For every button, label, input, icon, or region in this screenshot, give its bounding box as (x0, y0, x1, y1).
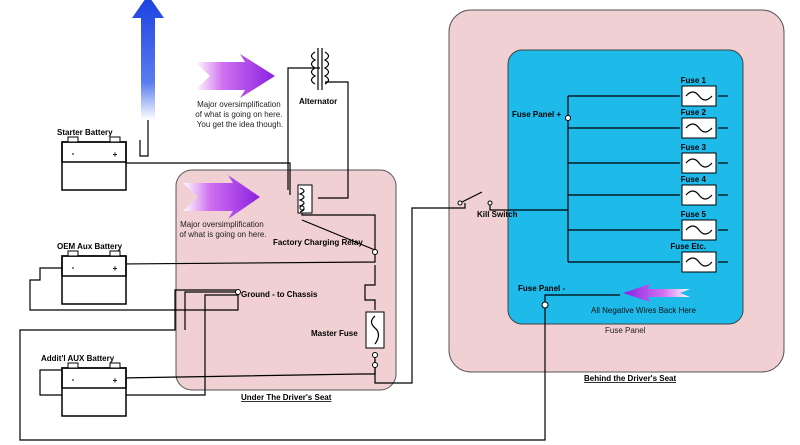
note-middle: Major oversimplification of what is goin… (179, 220, 266, 239)
master-fuse-label: Master Fuse (311, 329, 358, 338)
fuse-1: Fuse 1 (681, 76, 717, 107)
note-top-line-1: Major oversimplification (197, 100, 281, 109)
starter-battery: - + (61, 136, 127, 191)
master-fuse-icon (365, 311, 385, 349)
oem-aux-battery-label: OEM Aux Battery (57, 242, 123, 251)
oem-minus: - (72, 263, 75, 272)
fuse-6: Fuse Etc. (670, 242, 717, 273)
fuse-label: Fuse 2 (681, 108, 707, 117)
terminals (235, 115, 571, 368)
behind-seat-label: Behind the Driver's Seat (584, 374, 676, 383)
fuse-boxes: Fuse 1 Fuse 2 Fuse 3 Fuse 4 Fuse 5 Fuse Etc. (670, 76, 717, 273)
note-middle-line-1: Major oversimplification (180, 220, 264, 229)
fuse-panel-caption: Fuse Panel (605, 326, 646, 335)
note-middle-line-2: of what is going on here. (179, 230, 266, 239)
under-seat-region (175, 169, 397, 391)
negative-wires-label: All Negative Wires Back Here (591, 306, 696, 315)
under-seat-label: Under The Driver's Seat (241, 393, 332, 402)
addtl-minus: - (72, 375, 75, 384)
fuse-panel-pos-label: Fuse Panel + (512, 110, 561, 119)
wires (19, 67, 728, 441)
fuse-4: Fuse 4 (681, 175, 717, 206)
fuse-panel-neg-label: Fuse Panel - (518, 284, 565, 293)
kill-switch-label: Kill Switch (477, 210, 518, 219)
note-top-line-2: of what is going on here. (195, 110, 282, 119)
starter-plus: + (113, 150, 118, 159)
ground-label: Ground - to Chassis (241, 290, 318, 299)
addtl-aux-battery: - + (61, 362, 127, 417)
alternator-icon (310, 48, 330, 90)
purple-arrow-left-icon (623, 284, 690, 302)
starter-minus: - (72, 149, 75, 158)
addtl-aux-battery-label: Addit'l AUX Battery (41, 354, 115, 363)
fuse-label: Fuse Etc. (670, 242, 706, 251)
fuse-3: Fuse 3 (681, 143, 717, 174)
oem-aux-battery: - + (61, 250, 127, 305)
purple-arrow-middle-icon (183, 175, 260, 219)
purple-arrow-top-icon (195, 54, 275, 98)
fuse-label: Fuse 4 (681, 175, 707, 184)
fuse-label: Fuse 5 (681, 210, 707, 219)
fuse-5: Fuse 5 (681, 210, 717, 241)
fuse-label: Fuse 3 (681, 143, 707, 152)
oem-plus: + (113, 264, 118, 273)
starter-battery-label: Starter Battery (57, 128, 113, 137)
fuse-label: Fuse 1 (681, 76, 707, 85)
blue-arrow-icon (132, 0, 164, 120)
addtl-plus: + (113, 376, 118, 385)
alternator-label: Alternator (299, 97, 337, 106)
factory-relay-label: Factory Charging Relay (273, 238, 363, 247)
note-top: Major oversimplification of what is goin… (195, 100, 284, 129)
note-top-line-3: You get the idea though. (197, 120, 283, 129)
fuse-2: Fuse 2 (681, 108, 717, 139)
